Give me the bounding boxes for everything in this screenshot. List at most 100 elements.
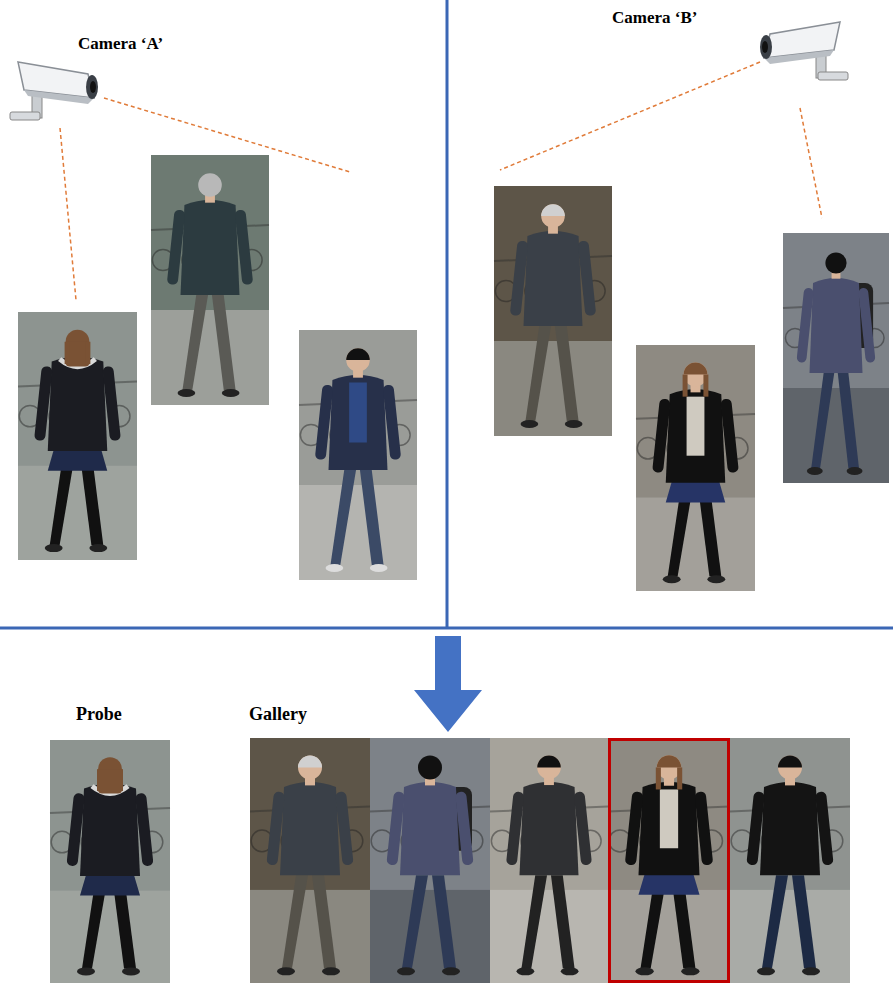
- person-shirt: [660, 789, 678, 848]
- image-background: [250, 738, 370, 983]
- person-hair: [118, 769, 123, 791]
- person-arm: [578, 240, 597, 316]
- person-shoe: [807, 467, 823, 475]
- divider-line: [0, 627, 893, 630]
- person-image: [783, 233, 889, 483]
- person-coat: [524, 231, 583, 326]
- ground: [250, 890, 370, 983]
- person-image: [18, 312, 137, 560]
- person-hair: [65, 342, 70, 364]
- image-background: [636, 345, 755, 591]
- person-arm: [652, 398, 671, 473]
- person-hair: [97, 769, 102, 791]
- person-shoe: [45, 544, 63, 552]
- person-coat: [810, 278, 863, 373]
- person-coat: [80, 784, 140, 876]
- person-image: [608, 738, 730, 983]
- person-hair: [683, 375, 688, 397]
- person-shoe: [370, 564, 388, 572]
- person-arm: [335, 791, 354, 865]
- person-image: [299, 330, 417, 580]
- ground: [730, 890, 850, 983]
- person-coat: [666, 389, 726, 482]
- person-image: [730, 738, 850, 983]
- person-shoe: [222, 389, 240, 397]
- person-coat: [520, 782, 579, 875]
- person-hair: [346, 348, 370, 360]
- person-shoe: [178, 389, 196, 397]
- person-shoe: [521, 420, 539, 428]
- person-arm: [574, 791, 592, 865]
- person-shoe: [277, 967, 295, 975]
- person-arm: [386, 791, 405, 865]
- camera-lens: [762, 41, 768, 53]
- person-head: [537, 756, 561, 780]
- person-shoe: [757, 967, 775, 975]
- person-arm: [506, 791, 524, 865]
- person-shoe: [77, 967, 95, 975]
- person-arm: [746, 791, 765, 865]
- ground: [299, 485, 417, 580]
- camera-label: Camera ‘B’: [612, 8, 697, 28]
- person-hair: [656, 767, 661, 789]
- person-leg: [551, 875, 575, 968]
- ground: [151, 310, 269, 405]
- person-image: [50, 740, 170, 983]
- person-image: [151, 155, 269, 405]
- camera-body: [24, 90, 94, 104]
- camera-icon: [10, 62, 98, 120]
- person-leg: [360, 470, 384, 565]
- ground: [783, 388, 889, 483]
- person-coat: [639, 782, 700, 875]
- camera-lens: [760, 35, 772, 59]
- person-hair: [85, 342, 90, 364]
- person-hair: [677, 767, 682, 789]
- person-image: [636, 345, 755, 591]
- person-shoe: [635, 967, 653, 975]
- ground: [490, 890, 608, 983]
- person-leg: [838, 373, 859, 468]
- person-hair: [298, 755, 322, 767]
- person-head: [298, 755, 322, 779]
- person-arm: [796, 287, 814, 363]
- ground: [494, 341, 612, 436]
- person-leg: [792, 875, 816, 968]
- person-coat: [329, 375, 388, 470]
- person-shoe: [397, 967, 415, 975]
- person-image: [370, 738, 490, 983]
- image-background: [494, 186, 612, 436]
- set-label: Gallery: [249, 704, 307, 726]
- camera-mount: [10, 112, 40, 120]
- person-shoe: [707, 575, 725, 583]
- image-background: [18, 312, 137, 560]
- person-arm: [455, 791, 474, 865]
- person-shoe: [322, 967, 340, 975]
- person-arm: [815, 791, 834, 865]
- view-line: [60, 128, 76, 300]
- person-leg: [521, 875, 547, 968]
- person-coat: [400, 782, 460, 875]
- person-leg: [282, 875, 308, 968]
- person-coat: [280, 782, 340, 875]
- person-arm: [315, 384, 334, 460]
- person-shoe: [122, 967, 140, 975]
- image-background: [50, 740, 170, 983]
- person-arm: [720, 398, 739, 473]
- view-line: [500, 62, 760, 170]
- person-shoe: [681, 967, 699, 975]
- image-background: [370, 738, 490, 983]
- camera-body: [764, 50, 834, 64]
- match-frame: [610, 740, 729, 982]
- person-coat: [181, 200, 240, 295]
- person-image: [490, 738, 608, 983]
- person-shoe: [89, 544, 107, 552]
- person-head: [198, 173, 222, 197]
- person-shoe: [442, 967, 460, 975]
- person-shoe: [663, 575, 681, 583]
- image-background: [608, 738, 730, 983]
- person-head: [825, 252, 846, 273]
- person-image: [494, 186, 612, 436]
- person-leg: [212, 295, 236, 390]
- person-leg: [402, 875, 428, 968]
